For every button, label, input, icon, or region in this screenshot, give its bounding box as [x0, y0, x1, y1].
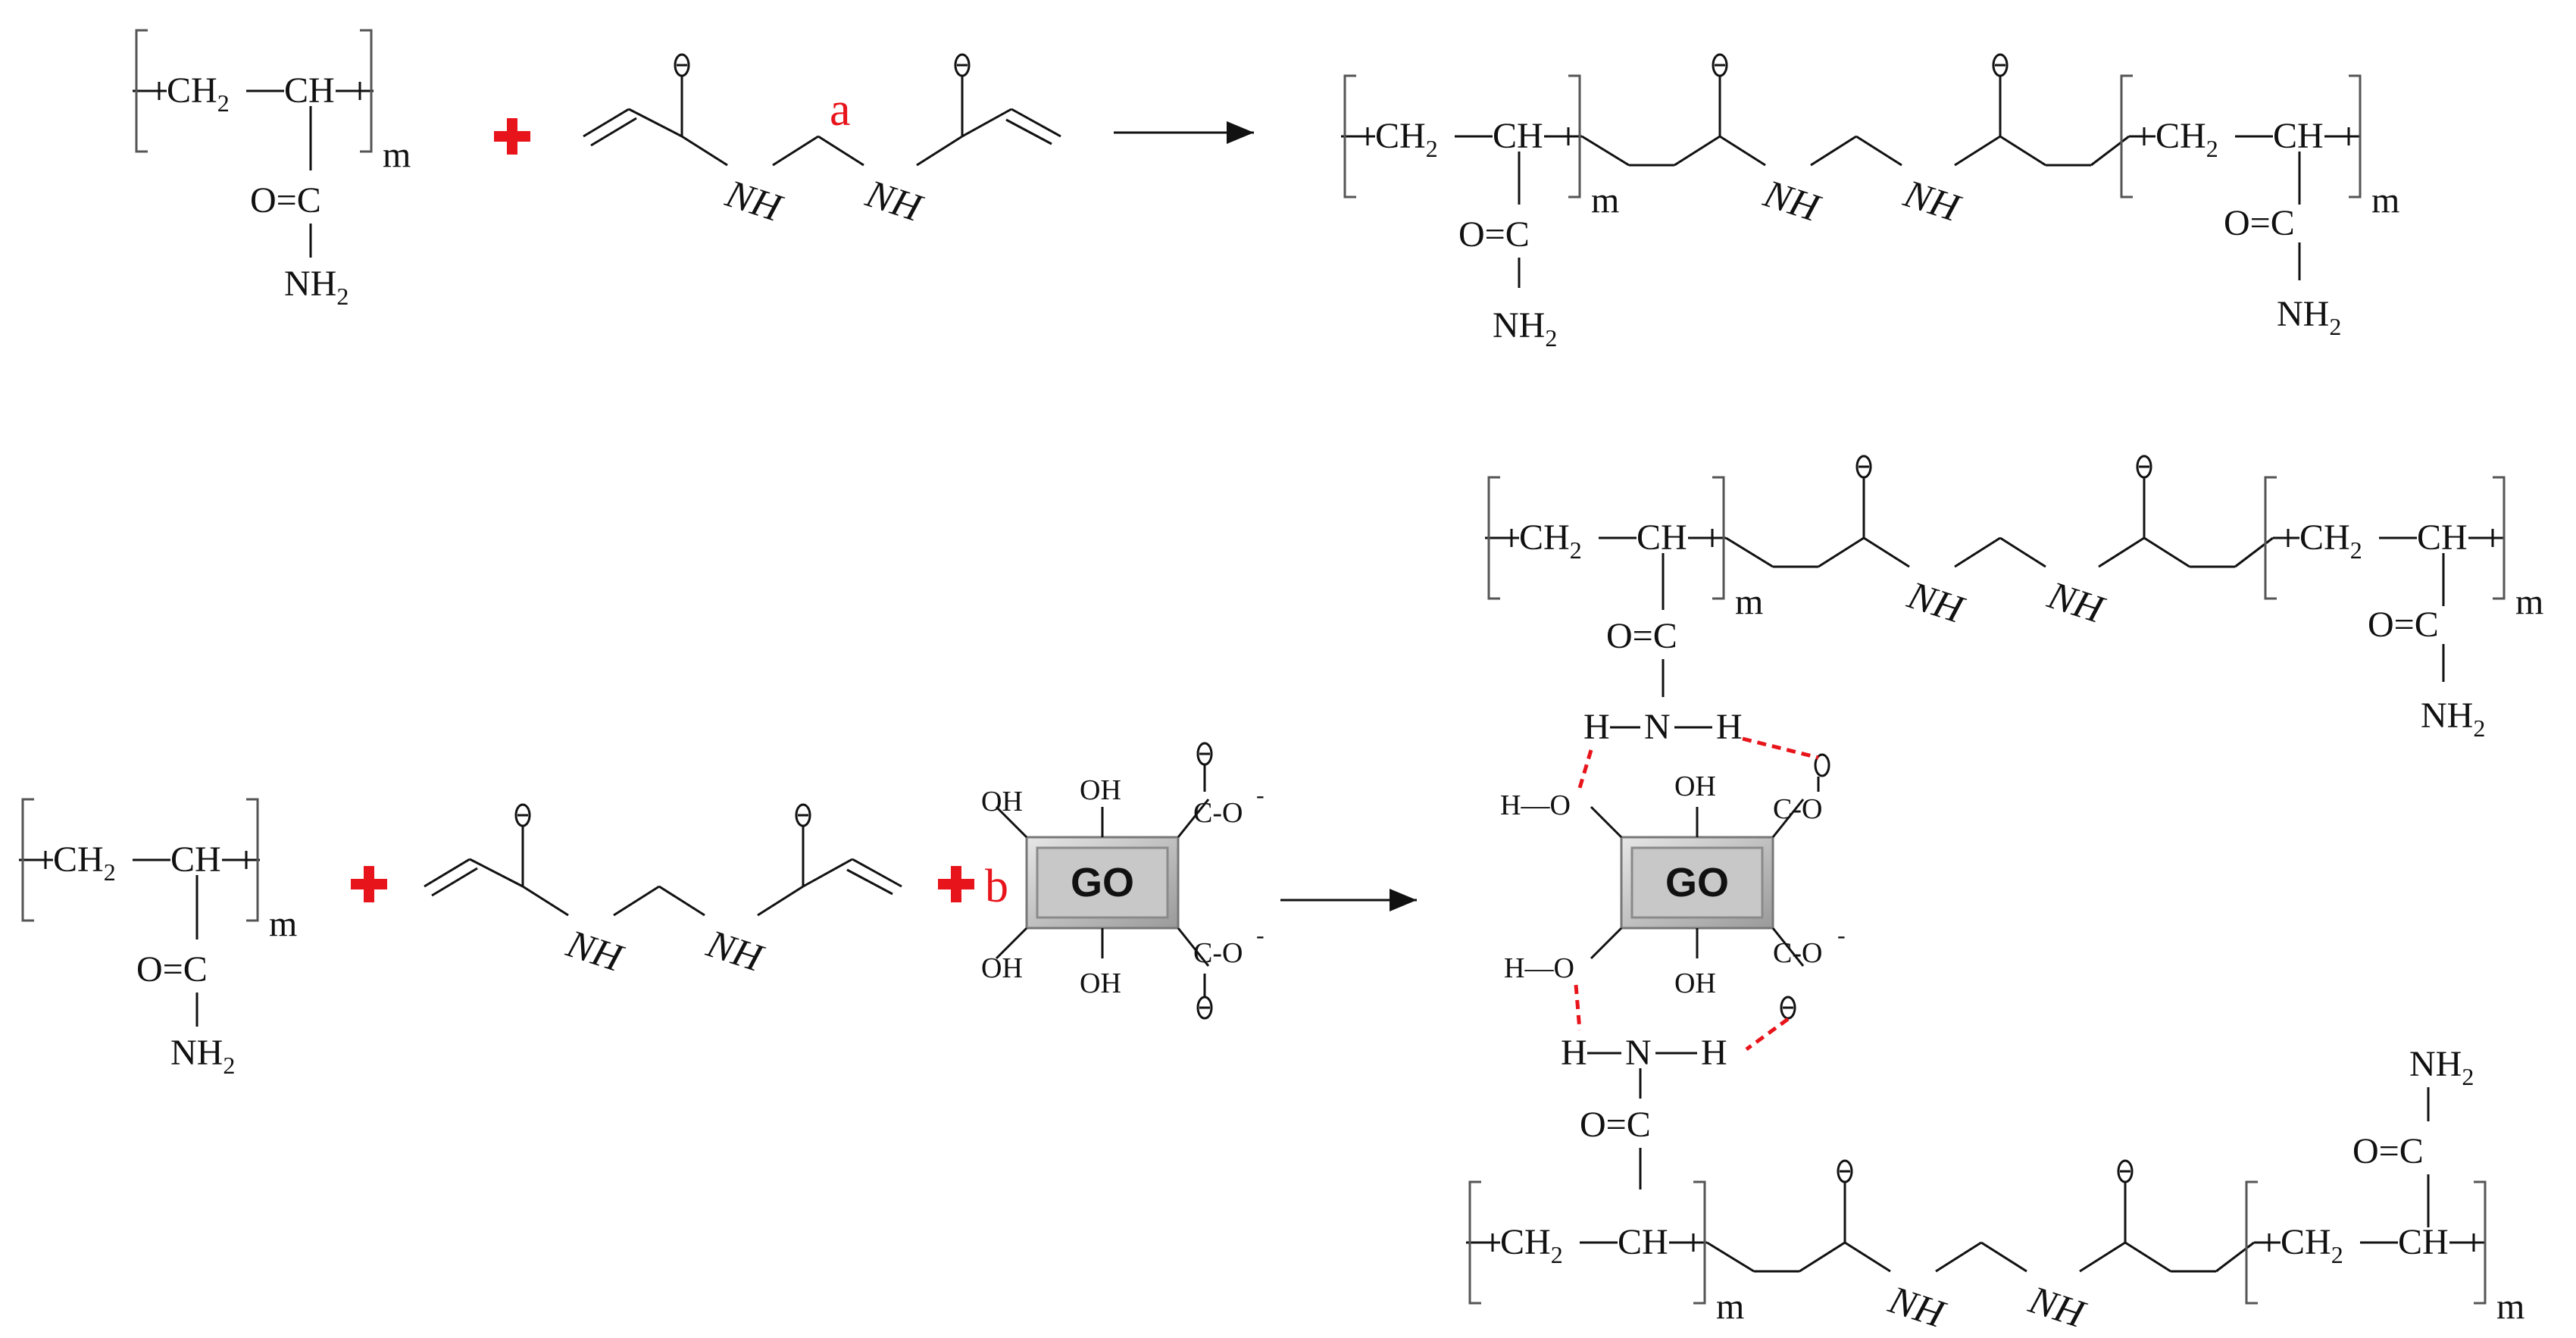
product-side-group-left: O=C NH2 — [1458, 152, 1557, 352]
svg-text:H: H — [1716, 707, 1743, 747]
svg-text:OH: OH — [1080, 774, 1121, 806]
svg-text:H: H — [1701, 1033, 1727, 1073]
svg-text:H: H — [1561, 1033, 1587, 1073]
svg-text:C-O: C-O — [1193, 937, 1243, 969]
svg-text:H—O: H—O — [1504, 952, 1574, 984]
label-b: b — [985, 861, 1008, 912]
polyacrylamide-reactant — [131, 29, 412, 311]
svg-text:-: - — [1837, 921, 1846, 949]
svg-text:OH: OH — [981, 786, 1023, 817]
reaction-2: b OH OH C-O - OH OH C-O - O=C NH2 — [17, 455, 2545, 1338]
upper-amide-group: O=C H N H — [1583, 553, 1743, 747]
svg-text:N: N — [1644, 707, 1671, 747]
product-side-group-right: O=C NH2 — [2224, 152, 2341, 340]
lower-crosslinked-chain — [1465, 1159, 2526, 1338]
plus-icon — [351, 866, 387, 902]
svg-text:O=C: O=C — [1606, 616, 1677, 656]
svg-text:NH2: NH2 — [2277, 294, 2341, 340]
svg-text:O=C: O=C — [1580, 1105, 1651, 1145]
svg-text:O=C: O=C — [2352, 1131, 2424, 1171]
go-functional-groups: OH OH C-O - OH OH C-O - — [981, 742, 1265, 1020]
mba-crosslinker — [423, 803, 903, 982]
svg-text:O=C: O=C — [2224, 203, 2295, 243]
svg-text:NH2: NH2 — [2409, 1044, 2474, 1090]
svg-text:OH: OH — [981, 952, 1023, 984]
polyacrylamide-reactant — [17, 798, 299, 1080]
svg-text:C-O: C-O — [1193, 797, 1243, 829]
mba-crosslinker — [582, 53, 1062, 232]
svg-text:NH2: NH2 — [1493, 305, 1557, 352]
svg-text:H: H — [1583, 707, 1610, 747]
svg-text:-: - — [1256, 781, 1265, 808]
svg-text:H—O: H—O — [1500, 789, 1571, 821]
svg-text:O=C: O=C — [1458, 214, 1530, 255]
hydrogen-bonds — [1574, 736, 1819, 1052]
reaction-1: a O=C NH2 O=C NH2 — [131, 29, 2401, 352]
svg-text:C-O: C-O — [1773, 793, 1822, 825]
lower-amide-group: H N H O=C — [1561, 1033, 1727, 1190]
plus-icon — [494, 118, 530, 155]
svg-text:OH: OH — [1674, 771, 1716, 802]
svg-text:NH2: NH2 — [2421, 696, 2485, 742]
svg-text:OH: OH — [1080, 968, 1121, 999]
svg-text:N: N — [1625, 1033, 1652, 1073]
svg-text:C-O: C-O — [1773, 937, 1822, 969]
plus-icon — [938, 866, 974, 902]
graphene-oxide-sheet — [995, 798, 1210, 968]
label-a: a — [830, 84, 851, 136]
upper-chain-right-group: O=C NH2 — [2368, 553, 2485, 742]
svg-text:-: - — [1256, 921, 1265, 949]
svg-text:O=C: O=C — [2368, 605, 2439, 645]
svg-text:OH: OH — [1674, 968, 1716, 999]
graphene-oxide-sheet-product — [1590, 798, 1805, 968]
lower-chain-right-group: NH2 O=C — [2352, 1044, 2474, 1227]
product-go-groups: H—O OH C-O H—O OH C-O - — [1500, 753, 1846, 1020]
